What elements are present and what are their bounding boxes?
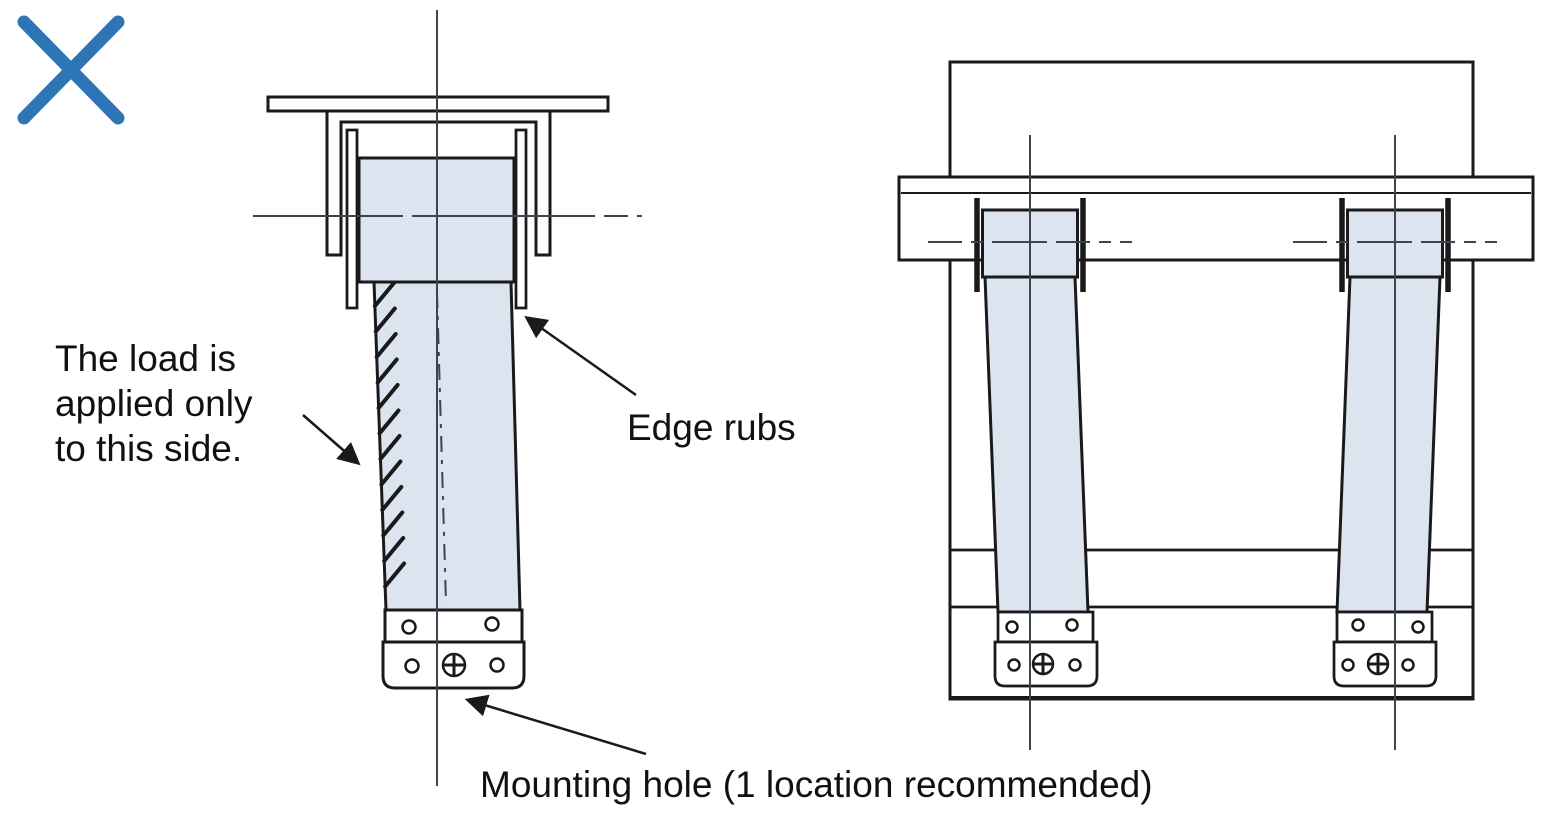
tilted-axis-line [436,291,447,605]
unit-2 [1293,135,1497,750]
load-hatch-marks [372,281,407,589]
edge-rubs-label: Edge rubs [627,407,796,448]
single-unit-side-view [253,10,642,786]
annotations: The load is applied only to this side. E… [55,316,1153,805]
unit-1 [928,135,1132,750]
base-holes [401,616,505,674]
center-mark [428,207,446,225]
mounting-screw [1031,652,1055,676]
clevis-bar-right [514,128,528,310]
mounting-screw [441,652,467,678]
mounting-bracket [325,109,552,257]
clevis-bar-left [345,128,359,310]
edge-rubs-arrow [524,316,637,397]
load-note-label: The load is applied only to this side. [55,338,263,469]
unit-tube-body [372,280,522,612]
center-mark [1387,234,1403,250]
mounting-hole-arrow [464,694,647,756]
incorrect-x-icon [17,15,125,125]
unit-tube-body [983,275,1090,614]
center-mark [1022,234,1038,250]
mounting-hole-label: Mounting hole (1 location recommended) [480,764,1153,805]
mounting-screw [1366,652,1390,676]
load-arrow [302,414,361,466]
dual-unit-front-view [897,60,1535,750]
unit-tube-body [1335,275,1442,614]
